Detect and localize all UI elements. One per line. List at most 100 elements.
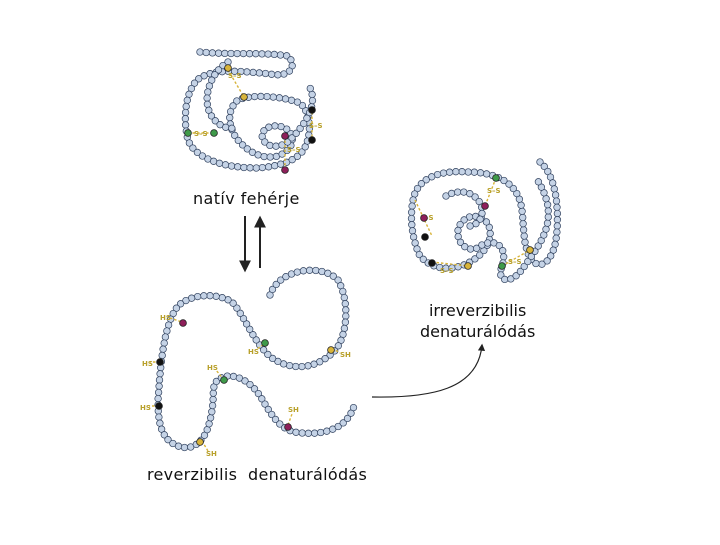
amino-acid-bead <box>517 201 525 209</box>
amino-acid-bead <box>272 142 280 150</box>
bead-chain <box>442 188 486 230</box>
amino-acid-bead <box>408 221 416 229</box>
amino-acid-bead <box>231 131 239 140</box>
amino-acid-bead <box>159 345 167 353</box>
amino-acid-bead <box>334 342 342 350</box>
cys-purple <box>281 132 289 140</box>
amino-acid-bead <box>532 259 540 268</box>
amino-acid-bead <box>205 420 213 428</box>
amino-acid-bead <box>342 306 350 314</box>
native-disulfide-label-2: S–S <box>194 130 208 138</box>
amino-acid-bead <box>544 207 552 215</box>
amino-acid-bead <box>154 394 162 403</box>
amino-acid-bead <box>277 276 285 284</box>
amino-acid-bead <box>536 158 544 166</box>
amino-acid-bead <box>245 50 254 58</box>
amino-acid-bead <box>207 112 216 120</box>
amino-acid-bead <box>547 252 555 260</box>
amino-acid-bead <box>265 123 273 131</box>
bead-chain <box>407 158 562 284</box>
irrev-disulfide-label: S–S <box>440 267 454 275</box>
amino-acid-bead <box>228 124 236 132</box>
native-disulfide-label-1: S–S <box>228 72 242 80</box>
amino-acid-bead <box>208 401 217 410</box>
amino-acid-bead <box>343 414 352 423</box>
amino-acid-bead <box>341 300 349 308</box>
amino-acid-bead <box>310 360 318 368</box>
amino-acid-bead <box>270 50 278 59</box>
amino-acid-bead <box>174 442 183 450</box>
amino-acid-bead <box>334 422 342 431</box>
irreversible-label-line2: denaturálódás <box>420 322 536 341</box>
amino-acid-bead <box>205 82 214 90</box>
reversible-chain <box>154 266 358 452</box>
amino-acid-bead <box>409 233 418 241</box>
cys-black <box>308 136 316 144</box>
amino-acid-bead <box>268 285 277 294</box>
amino-acid-bead <box>476 251 484 259</box>
amino-acid-bead <box>407 214 416 223</box>
cys-yellow <box>224 64 232 72</box>
amino-acid-bead <box>261 400 269 408</box>
amino-acid-bead <box>200 72 208 80</box>
amino-acid-bead <box>234 136 242 145</box>
amino-acid-bead <box>287 96 296 104</box>
amino-acid-bead <box>254 151 262 159</box>
amino-acid-bead <box>240 163 248 172</box>
amino-acid-bead <box>163 327 171 335</box>
amino-acid-bead <box>258 163 267 172</box>
amino-acid-bead <box>296 124 304 133</box>
amino-acid-bead <box>276 420 284 428</box>
amino-acid-bead <box>275 94 284 102</box>
amino-acid-bead <box>520 262 528 271</box>
amino-acid-bead <box>254 389 263 398</box>
amino-acid-bead <box>250 92 259 101</box>
amino-acid-bead <box>482 218 491 226</box>
amino-acid-bead <box>249 331 257 339</box>
cys-yellow <box>240 93 248 101</box>
reversible-cysteines <box>155 319 335 446</box>
amino-acid-bead <box>553 222 561 230</box>
amino-acid-bead <box>339 287 347 296</box>
amino-acid-bead <box>466 245 475 253</box>
amino-acid-bead <box>340 293 348 302</box>
amino-acid-bead <box>466 222 474 230</box>
cysteine-bead <box>420 214 428 222</box>
amino-acid-bead <box>222 123 230 131</box>
amino-acid-bead <box>317 428 325 437</box>
amino-acid-bead <box>261 138 269 146</box>
amino-acid-bead <box>204 88 212 96</box>
amino-acid-bead <box>252 50 260 58</box>
amino-acid-bead <box>298 362 306 371</box>
amino-acid-bead <box>271 162 279 170</box>
amino-acid-bead <box>198 152 207 160</box>
native-cysteines <box>184 64 316 174</box>
amino-acid-bead <box>534 242 542 250</box>
amino-acid-bead <box>293 152 302 160</box>
amino-acid-bead <box>161 333 170 341</box>
amino-acid-bead <box>466 190 474 198</box>
amino-acid-bead <box>193 148 202 157</box>
amino-acid-bead <box>208 49 217 57</box>
amino-acid-bead <box>154 388 163 397</box>
amino-acid-bead <box>182 102 190 111</box>
cysteine-bead <box>327 346 335 354</box>
amino-acid-bead <box>266 153 274 161</box>
amino-acid-bead <box>226 107 235 116</box>
amino-acid-bead <box>408 202 416 210</box>
cys-purple <box>281 166 289 174</box>
amino-acid-bead <box>233 49 241 58</box>
amino-acid-bead <box>176 300 185 308</box>
amino-acid-bead <box>553 228 561 236</box>
amino-acid-bead <box>181 108 190 117</box>
amino-acid-bead <box>293 268 301 276</box>
amino-acid-bead <box>476 215 484 223</box>
irrev-disulfide-label: S–S <box>487 187 501 195</box>
amino-acid-bead <box>206 292 214 300</box>
amino-acid-bead <box>553 216 562 224</box>
reversible-denatured-protein: HS HS HS HS SH SH SH HS <box>140 266 358 458</box>
cysteine-bead <box>179 319 187 327</box>
amino-acid-bead <box>482 170 491 178</box>
amino-acid-bead <box>456 238 465 246</box>
thiol-label: SH <box>340 351 351 359</box>
